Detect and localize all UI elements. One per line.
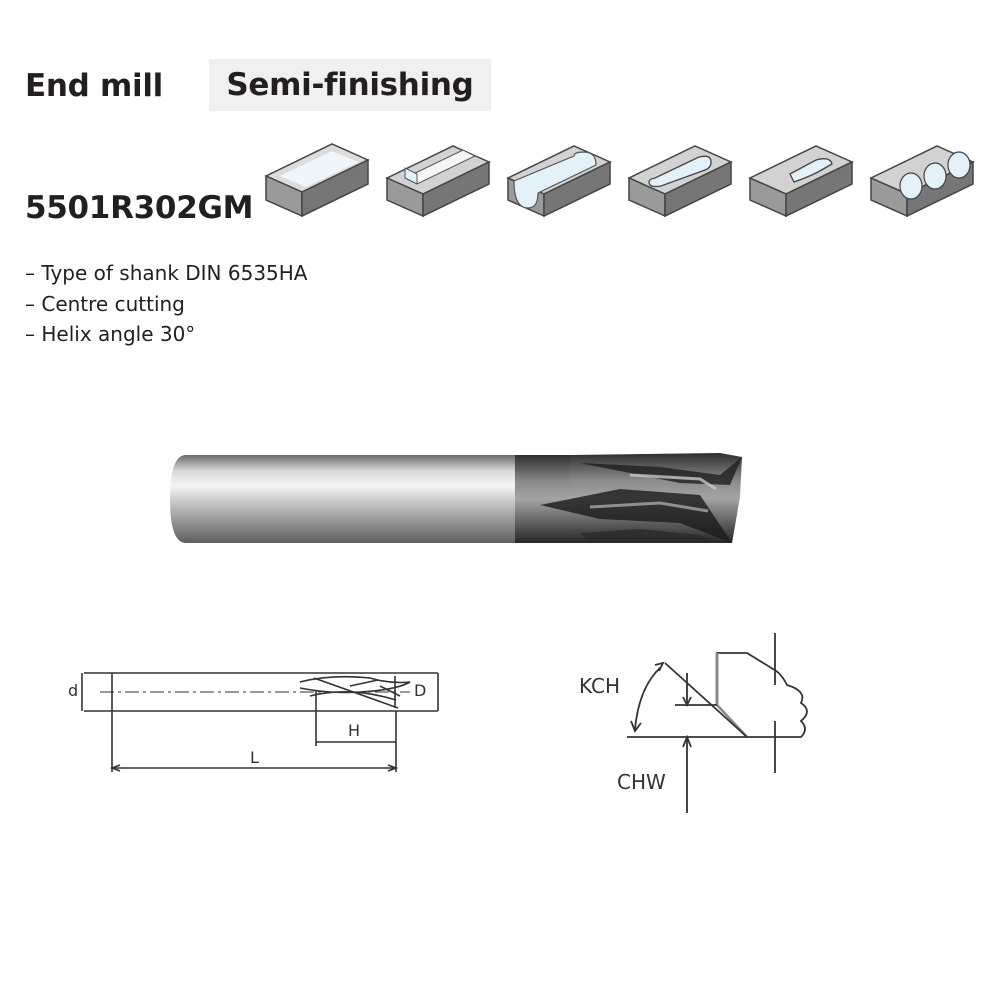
label-chamfer-width: CHW (617, 770, 666, 794)
open-pocket-icon (748, 145, 854, 218)
closed-pocket-icon (627, 145, 733, 218)
page-title: End mill (25, 68, 164, 104)
feature-item-helix-angle: – Helix angle 30° (25, 322, 196, 346)
label-cutting-diameter: D (414, 681, 426, 700)
dimension-drawing: d D H L (68, 672, 439, 772)
plunge-milling-icon (869, 145, 975, 218)
end-mill-image (170, 453, 742, 543)
label-chamfer-angle: KCH (579, 674, 620, 698)
label-shank-diameter: d (68, 681, 78, 700)
label-cutting-length: H (348, 721, 360, 740)
feature-item-shank: – Type of shank DIN 6535HA (25, 261, 308, 285)
face-milling-icon (264, 143, 370, 218)
product-code: 5501R302GM (25, 190, 254, 226)
feature-item-centre-cutting: – Centre cutting (25, 291, 185, 316)
slot-milling-icon (506, 145, 612, 218)
chamfer-drawing: KCH CHW (579, 633, 808, 813)
operation-type-badge: Semi-finishing (209, 59, 491, 111)
label-overall-length: L (250, 748, 259, 767)
step-shoulder-icon (385, 145, 491, 218)
feature-list: – Type of shank DIN 6535HA – Centre cutt… (25, 258, 308, 350)
